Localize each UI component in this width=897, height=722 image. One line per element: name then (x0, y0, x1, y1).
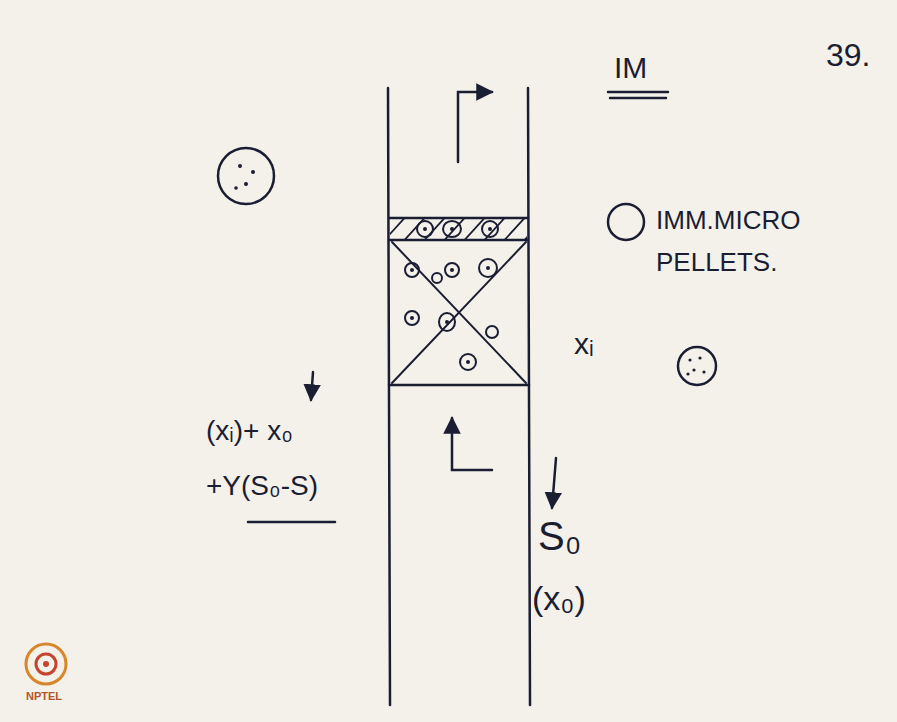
column-wall (528, 88, 530, 705)
logo-text: NPTEL (26, 690, 62, 703)
cell-dot (234, 164, 705, 376)
outlet-arrow (458, 92, 492, 162)
variable-label: S₀ (538, 512, 581, 560)
heading: IM (614, 50, 647, 86)
pellet (405, 221, 498, 370)
variable-label: xᵢ (574, 326, 594, 362)
pointer-arrow (311, 372, 313, 400)
feed-arrow (552, 458, 556, 508)
logo (26, 644, 66, 684)
bed-hatch (390, 218, 527, 240)
pellet-detail (678, 347, 716, 385)
pellet-dot (410, 227, 492, 364)
pellet-detail (218, 148, 274, 204)
inlet-arrow (452, 418, 492, 470)
bed-cross (392, 242, 526, 383)
balance-expression: (xᵢ)+ x₀ +Y(S₀-S) (206, 404, 376, 513)
bed-cross (392, 242, 526, 383)
column-wall (388, 88, 390, 705)
pellet-symbol (608, 204, 644, 240)
variable-label: (x₀) (532, 578, 586, 619)
bed-band (389, 239, 528, 242)
bed-bottom (389, 384, 529, 387)
underline (608, 91, 668, 94)
page-number: 39. (826, 36, 870, 74)
underline (248, 521, 335, 524)
note-text: IMM.MICRO PELLETS. (656, 200, 856, 283)
bed-top (389, 217, 528, 220)
underline (610, 97, 666, 100)
